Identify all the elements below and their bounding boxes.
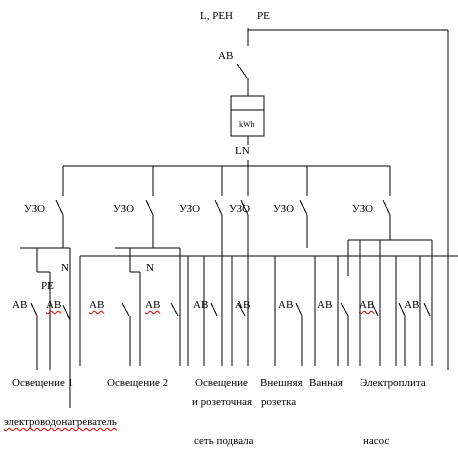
meter-label: kWh bbox=[239, 120, 255, 129]
main-breaker-switch bbox=[236, 63, 249, 96]
rcd-label: УЗО bbox=[229, 203, 251, 215]
breaker-label: АВ bbox=[46, 299, 62, 311]
main-breaker-label: АВ bbox=[218, 50, 234, 62]
circuit-pump: насос bbox=[363, 435, 390, 447]
neutral-label: N bbox=[146, 262, 154, 274]
circuit-stove: Электроплита bbox=[360, 377, 426, 389]
distribution-bus bbox=[79, 255, 458, 366]
circuit-lighting-1: Освещение 1 bbox=[12, 377, 74, 389]
rcd-label: УЗО bbox=[24, 203, 46, 215]
rcd-switches bbox=[55, 199, 391, 216]
group-6 bbox=[340, 215, 433, 366]
meter-box bbox=[230, 95, 265, 145]
rcd-label: УЗО bbox=[273, 203, 295, 215]
breaker-label: АВ bbox=[193, 299, 209, 311]
group-3 bbox=[210, 215, 223, 366]
breaker-label: АВ bbox=[145, 299, 161, 311]
group-1 bbox=[20, 215, 71, 408]
circuit-outdoor-line-2: розетка bbox=[261, 396, 297, 408]
breaker-label: АВ bbox=[12, 299, 28, 311]
circuit-basement-line-2: и розеточная bbox=[192, 396, 253, 408]
circuit-lighting-2: Освещение 2 bbox=[107, 377, 169, 389]
circuit-outdoor-line-1: Внешняя bbox=[260, 377, 303, 389]
main-bus bbox=[62, 160, 391, 196]
supply-pe-label: PE bbox=[257, 10, 270, 22]
supply-phase-label: L, PEH bbox=[200, 10, 233, 22]
rcd-label: УЗО bbox=[352, 203, 374, 215]
breaker-label: АВ bbox=[317, 299, 333, 311]
bus-label: LN bbox=[235, 145, 250, 157]
circuit-basement-line-1: Освещение bbox=[195, 377, 248, 389]
circuit-basement-line-3: сеть подвала bbox=[194, 435, 254, 447]
pe-local-label: PE bbox=[41, 280, 54, 292]
circuit-bathroom: Ванная bbox=[309, 377, 343, 389]
breaker-label: АВ bbox=[278, 299, 294, 311]
breaker-label: АВ bbox=[359, 299, 375, 311]
group-5 bbox=[295, 215, 308, 366]
breaker-label: АВ bbox=[235, 299, 251, 311]
rcd-label: УЗО bbox=[179, 203, 201, 215]
group-4 bbox=[237, 215, 249, 366]
circuit-water-heater: электроводонагреватель bbox=[4, 416, 117, 428]
neutral-label: N bbox=[61, 262, 69, 274]
group-2 bbox=[115, 215, 181, 366]
incoming-supply bbox=[247, 28, 449, 370]
breaker-label: АВ bbox=[89, 299, 105, 311]
rcd-label: УЗО bbox=[113, 203, 135, 215]
breaker-label: АВ bbox=[404, 299, 420, 311]
